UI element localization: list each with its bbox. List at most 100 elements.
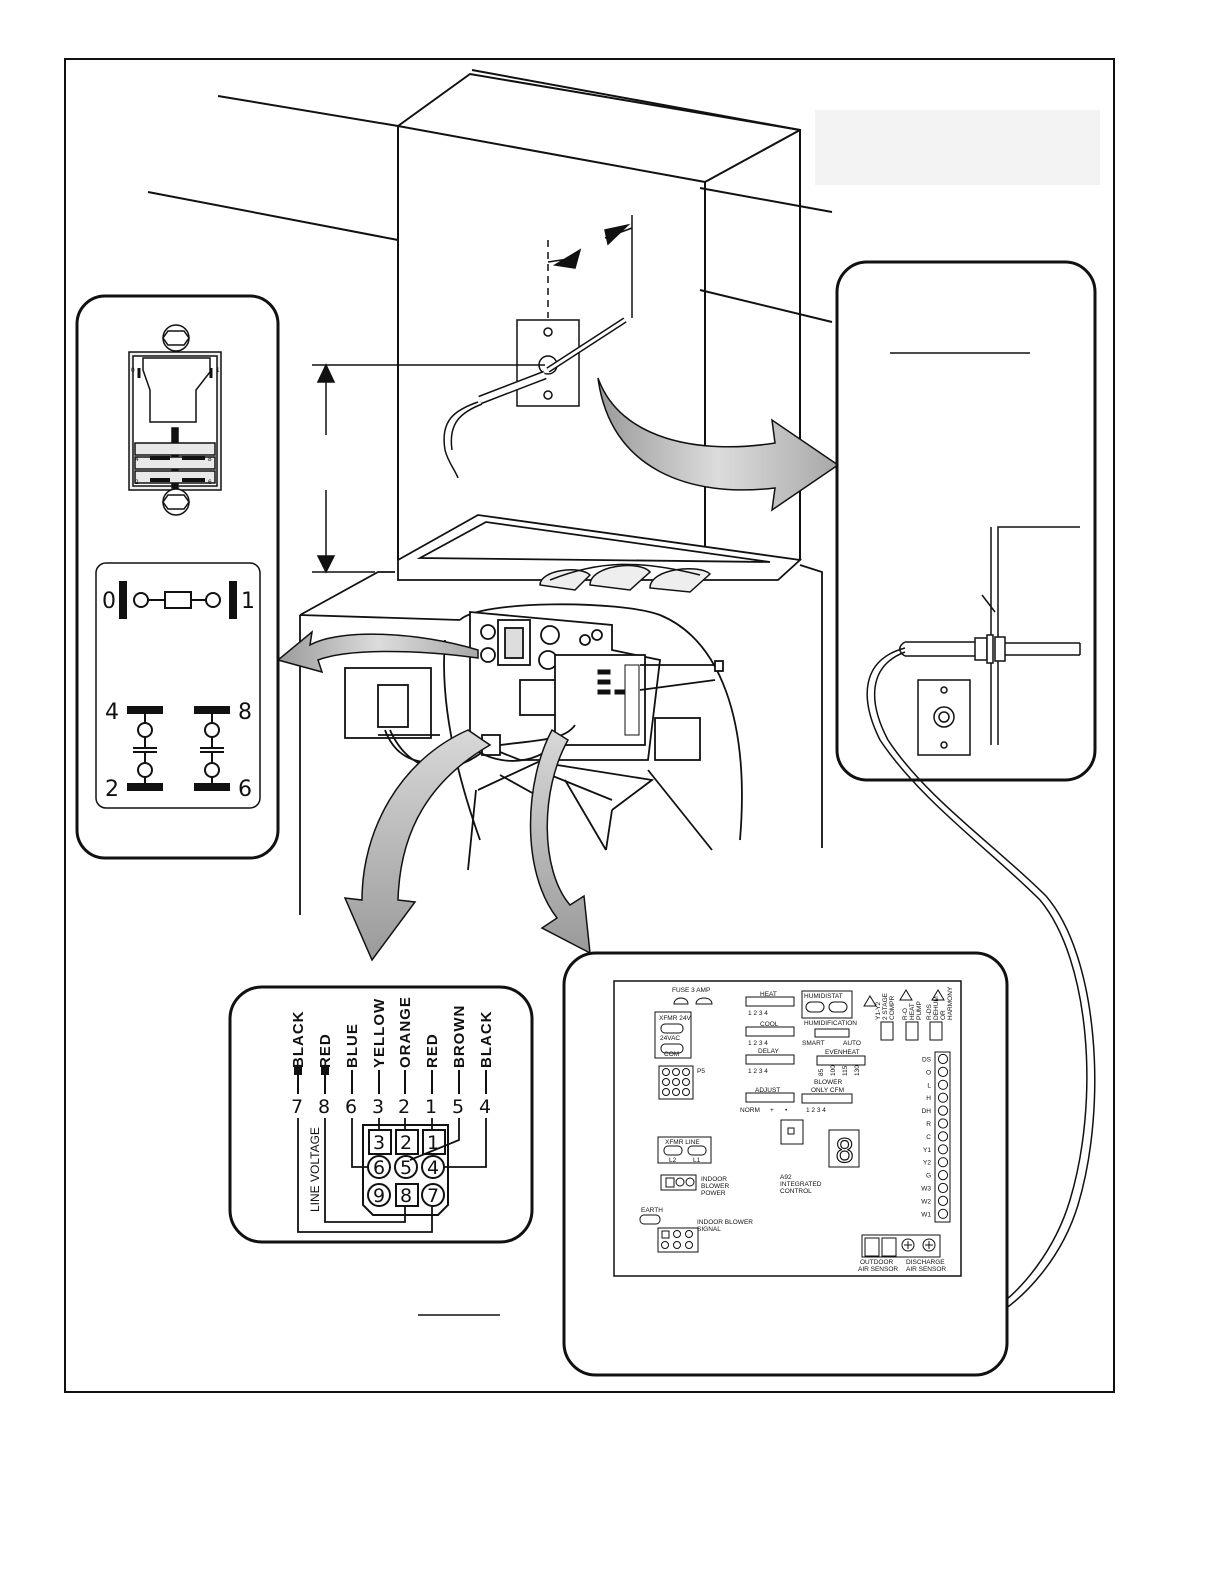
compr-label: COMPR [889,996,896,1021]
terminal-label-c: C [926,1134,931,1141]
terminal-screw-r [937,1118,949,1129]
wire-number-8: 4 [479,1096,491,1118]
earth-label: EARTH [641,1207,663,1214]
switch-terminal-8: 8 [238,700,252,725]
delay-label: DELAY [758,1048,779,1055]
smart-label: SMART [802,1040,825,1047]
pin-2: 2 [400,1132,412,1154]
photo-label-6: 6 [208,479,212,486]
indoor-blower-power-3: POWER [701,1190,726,1197]
terminal-label-l: L [927,1082,931,1089]
wire-label-6: RED [424,1033,441,1068]
cool-dip: 1 2 3 4 [748,1040,768,1047]
switch-terminal-0: 0 [102,589,116,614]
evenheat-115: 115 [842,1065,849,1076]
l1-label: L1 [693,1157,701,1164]
wire-number-4: 3 [372,1096,384,1118]
switch-photo [128,324,222,516]
photo-label-2: 2 [135,479,139,486]
terminal-label-y2: Y2 [923,1160,931,1167]
pin-6: 6 [373,1157,385,1179]
pin-3: 3 [373,1132,385,1154]
cool-label: COOL [760,1021,779,1028]
wire-label-7: BROWN [451,1005,468,1068]
wire-number-2: 8 [318,1096,330,1118]
pin-5: 5 [400,1157,412,1179]
heat-pump-label-2: PUMP [916,1001,923,1020]
terminal-screw-w1 [937,1208,949,1219]
norm-label: NORM [740,1107,760,1114]
pin-7: 7 [427,1185,439,1207]
heat-label: HEAT [760,991,777,998]
sensor-mount [443,215,633,479]
terminal-screw-y2 [937,1157,949,1168]
adjust-label: ADJUST [755,1087,780,1094]
photo-label-1: 1 [216,367,220,374]
wire-label-2: RED [317,1033,334,1068]
terminal-label-w1: W1 [921,1211,931,1218]
switch-panel: 0 1 4 8 2 6 [75,294,280,860]
wire-number-6: 1 [425,1096,437,1118]
switch-terminal-2: 2 [105,777,119,802]
com-label: COM [664,1051,679,1058]
terminal-label-h: H [926,1095,931,1102]
wire-number-1: 7 [291,1096,303,1118]
humidification-label: HUMIDIFICATION [804,1020,857,1027]
ro-label: R-O [902,1008,909,1020]
indoor-blower-power-2: BLOWER [701,1183,729,1190]
photo-label-0: 0 [131,367,135,374]
auto-label: AUTO [843,1040,861,1047]
line-voltage-label: LINE VOLTAGE [308,1127,322,1212]
outdoor-label: OUTDOOR [860,1259,894,1266]
duct-structure [147,69,833,560]
dehum-label: DEHUM [933,996,940,1020]
minus-label: • [785,1107,788,1114]
seven-segment-display [828,1129,860,1168]
terminal-label-ds: DS [922,1057,932,1064]
heat-dip: 1 2 3 4 [748,1010,768,1017]
2stage-label: 2 STAGE [882,992,889,1020]
plus-label: + [770,1107,774,1114]
delay-dip: 1 2 3 4 [748,1068,768,1075]
blower-dip: 1 2 3 4 [806,1107,826,1114]
blank-label-area [815,110,1100,185]
indoor-blower-signal-2: SIGNAL [697,1226,721,1233]
24vac-label: 24VAC [660,1035,680,1042]
wire-number-3: 6 [345,1096,357,1118]
discharge-label: DISCHARGE [906,1259,945,1266]
display-digit: 8 [835,1132,854,1170]
dimension-vertical [312,363,545,574]
terminal-screw-h [937,1092,949,1103]
wire-label-4: YELLOW [371,998,388,1068]
switch-schematic [95,562,261,809]
plug-connector-panel: BLACK RED BLUE YELLOW ORANGE RED BROWN B… [228,985,534,1244]
terminal-screw-w2 [937,1195,949,1207]
xfmr-line-label: XFMR LINE [665,1139,700,1146]
switch-terminal-4: 4 [105,700,119,725]
a92-label: A92 [780,1174,792,1181]
photo-label-8: 8 [208,456,212,463]
outdoor-air-sensor-label: AIR SENSOR [858,1266,898,1273]
integrated-label: INTEGRATED [780,1181,822,1188]
or-label: OR [940,1010,947,1020]
indoor-blower-power-1: INDOOR [701,1176,727,1183]
xfmr-24v-label: XFMR 24V [659,1015,691,1022]
evenheat-130: 130 [854,1065,861,1076]
control-label: CONTROL [780,1188,812,1195]
wire-number-5: 2 [398,1096,410,1118]
pin-9: 9 [373,1185,385,1207]
switch-terminal-1: 1 [241,589,255,614]
terminal-screw-c [937,1131,949,1142]
heat-pump-label-1: HEAT [909,1003,916,1020]
wire-number-7: 5 [452,1096,464,1118]
wire-label-3: BLUE [344,1023,361,1068]
furnace-cabinet [299,564,823,915]
wire-label-1: BLACK [290,1011,307,1069]
terminal-label-dh: DH [922,1108,932,1115]
switch-terminal-6: 6 [238,777,252,802]
pin-4: 4 [427,1157,439,1179]
fuse-label: FUSE 3 AMP [672,987,710,994]
terminal-label-o: O [926,1069,931,1076]
wire-label-5: ORANGE [397,996,414,1068]
